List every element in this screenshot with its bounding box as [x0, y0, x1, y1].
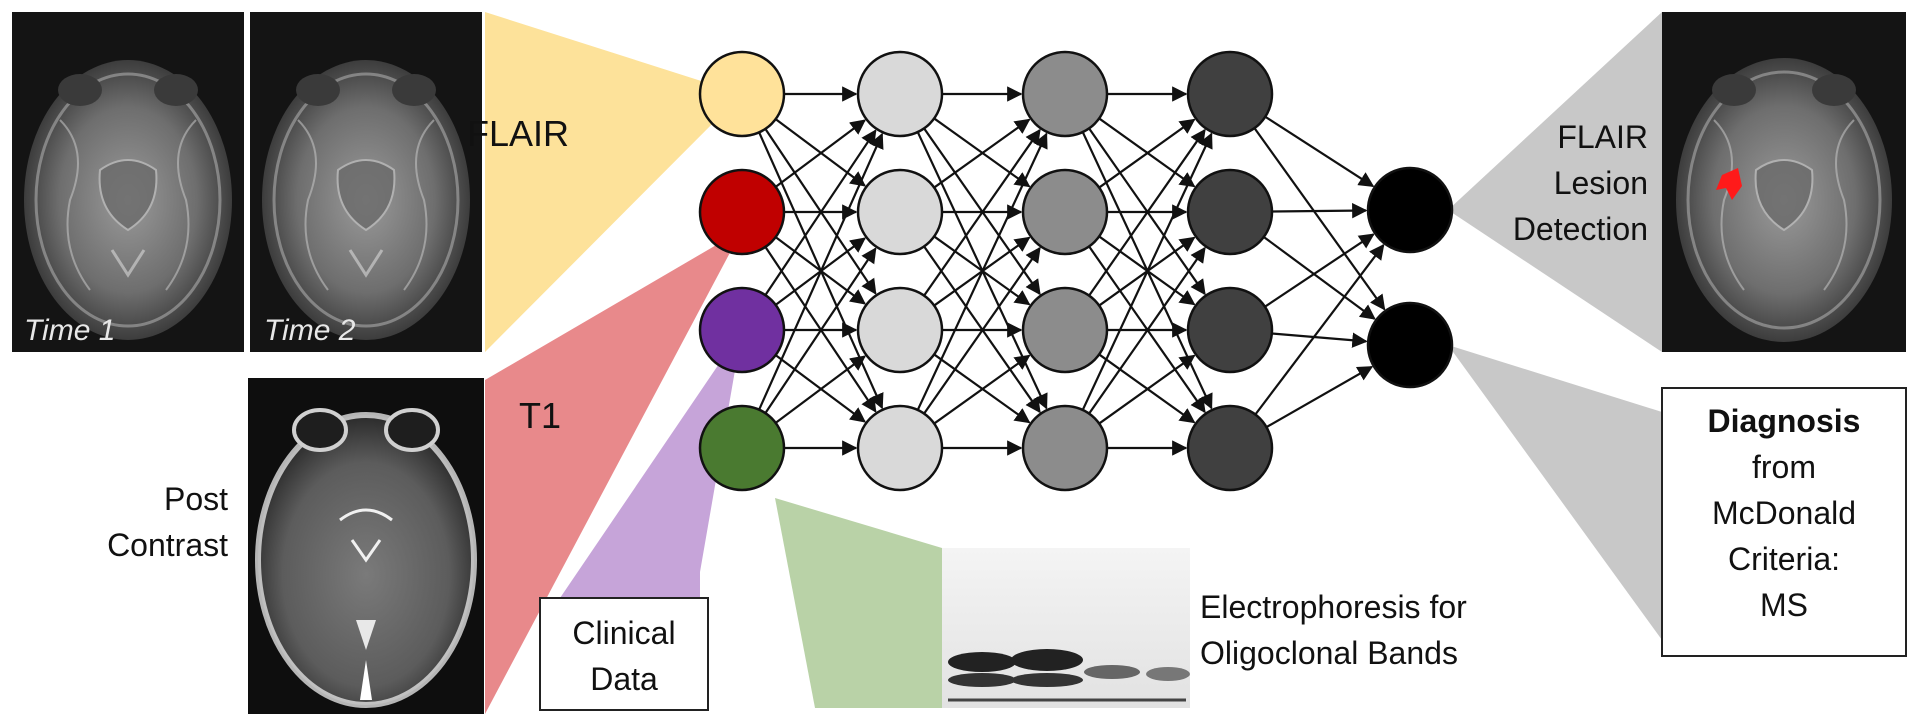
network-edge [1264, 233, 1375, 308]
clinical-data-line: Clinical [572, 615, 675, 651]
diagnosis-heading: Diagnosis [1708, 403, 1861, 439]
network-edge [1265, 365, 1374, 429]
network-edge [774, 355, 866, 424]
hidden-2-node-3 [1021, 286, 1109, 374]
network-edge [933, 354, 1031, 425]
network-edge [1271, 202, 1368, 219]
flair-label: FLAIR [467, 113, 569, 154]
t1-post-contrast-image [248, 378, 484, 714]
hidden-3-node-1 [1186, 50, 1274, 138]
network-edge [933, 118, 1031, 189]
network-edge [1271, 332, 1368, 348]
network-edge [1081, 132, 1213, 411]
network-edge [774, 119, 866, 188]
lesion-band [1448, 12, 1662, 352]
flair-band [485, 12, 742, 352]
post-contrast-line: Contrast [107, 527, 228, 563]
input-node-4 [698, 404, 786, 492]
network-edges [758, 86, 1386, 456]
hidden-1-node-4 [856, 404, 944, 492]
post-contrast-line: Post [164, 481, 228, 517]
input-node-1 [698, 50, 786, 138]
diagnosis-line: from [1752, 449, 1816, 485]
network-edge [764, 247, 877, 414]
diagnosis-line: Criteria: [1728, 541, 1840, 577]
lesion-marker [1716, 168, 1742, 200]
lesion-detection-line: Detection [1513, 211, 1648, 247]
diagnosis-band [1448, 345, 1662, 640]
network-edge [1098, 354, 1196, 425]
network-edge [1253, 127, 1386, 311]
network-edge [916, 132, 1048, 411]
network-nodes [698, 50, 1454, 492]
clinical-data-box: Clinical Data [539, 597, 709, 711]
flair-time2-image: Time 2 [250, 12, 482, 352]
lesion-detection-line: Lesion [1554, 165, 1648, 201]
network-edge [1088, 128, 1206, 297]
lesion-detection-line: FLAIR [1557, 119, 1648, 155]
hidden-1-node-3 [856, 286, 944, 374]
hidden-3-node-2 [1186, 168, 1274, 256]
electrophoresis-line: Oligoclonal Bands [1200, 635, 1458, 671]
network-edge [1264, 115, 1375, 188]
flair-time1-image: Time 1 [12, 12, 244, 352]
flair-time2-caption: Time 2 [264, 314, 356, 347]
hidden-3-node-4 [1186, 404, 1274, 492]
electro-band [775, 498, 942, 708]
t1-label: T1 [519, 395, 561, 436]
clinical-data-line: Data [590, 661, 658, 697]
flair-time1-caption: Time 1 [24, 314, 115, 347]
t1-band [485, 230, 742, 714]
output-node-2 [1366, 301, 1454, 389]
network-edge [1254, 243, 1385, 416]
diagnosis-line: MS [1760, 587, 1808, 623]
post-contrast-label: Post Contrast [107, 481, 228, 563]
hidden-1-node-1 [856, 50, 944, 138]
input-node-3 [698, 286, 786, 374]
network-edge [758, 132, 884, 411]
hidden-2-node-1 [1021, 50, 1109, 138]
output-node-1 [1366, 166, 1454, 254]
electrophoresis-gel-image [942, 548, 1190, 708]
hidden-2-node-4 [1021, 404, 1109, 492]
lesion-detection-label: FLAIR Lesion Detection [1513, 119, 1648, 247]
hidden-2-node-2 [1021, 168, 1109, 256]
hidden-3-node-3 [1186, 286, 1274, 374]
diagnosis-line: McDonald [1712, 495, 1856, 531]
diagnosis-box: Diagnosis from McDonald Criteria: MS [1661, 387, 1907, 657]
network-edge [764, 129, 877, 296]
electrophoresis-label: Electrophoresis for Oligoclonal Bands [1200, 589, 1467, 671]
network-edge [1263, 236, 1376, 320]
hidden-1-node-2 [856, 168, 944, 256]
network-edge [923, 128, 1041, 297]
network-edge [923, 246, 1041, 415]
network-edge [1088, 246, 1206, 415]
clinical-band [560, 330, 742, 598]
electrophoresis-line: Electrophoresis for [1200, 589, 1467, 625]
lesion-detection-image [1662, 12, 1906, 352]
input-node-2 [698, 168, 786, 256]
connector-bands [485, 12, 1662, 714]
network-edge [1098, 118, 1196, 189]
